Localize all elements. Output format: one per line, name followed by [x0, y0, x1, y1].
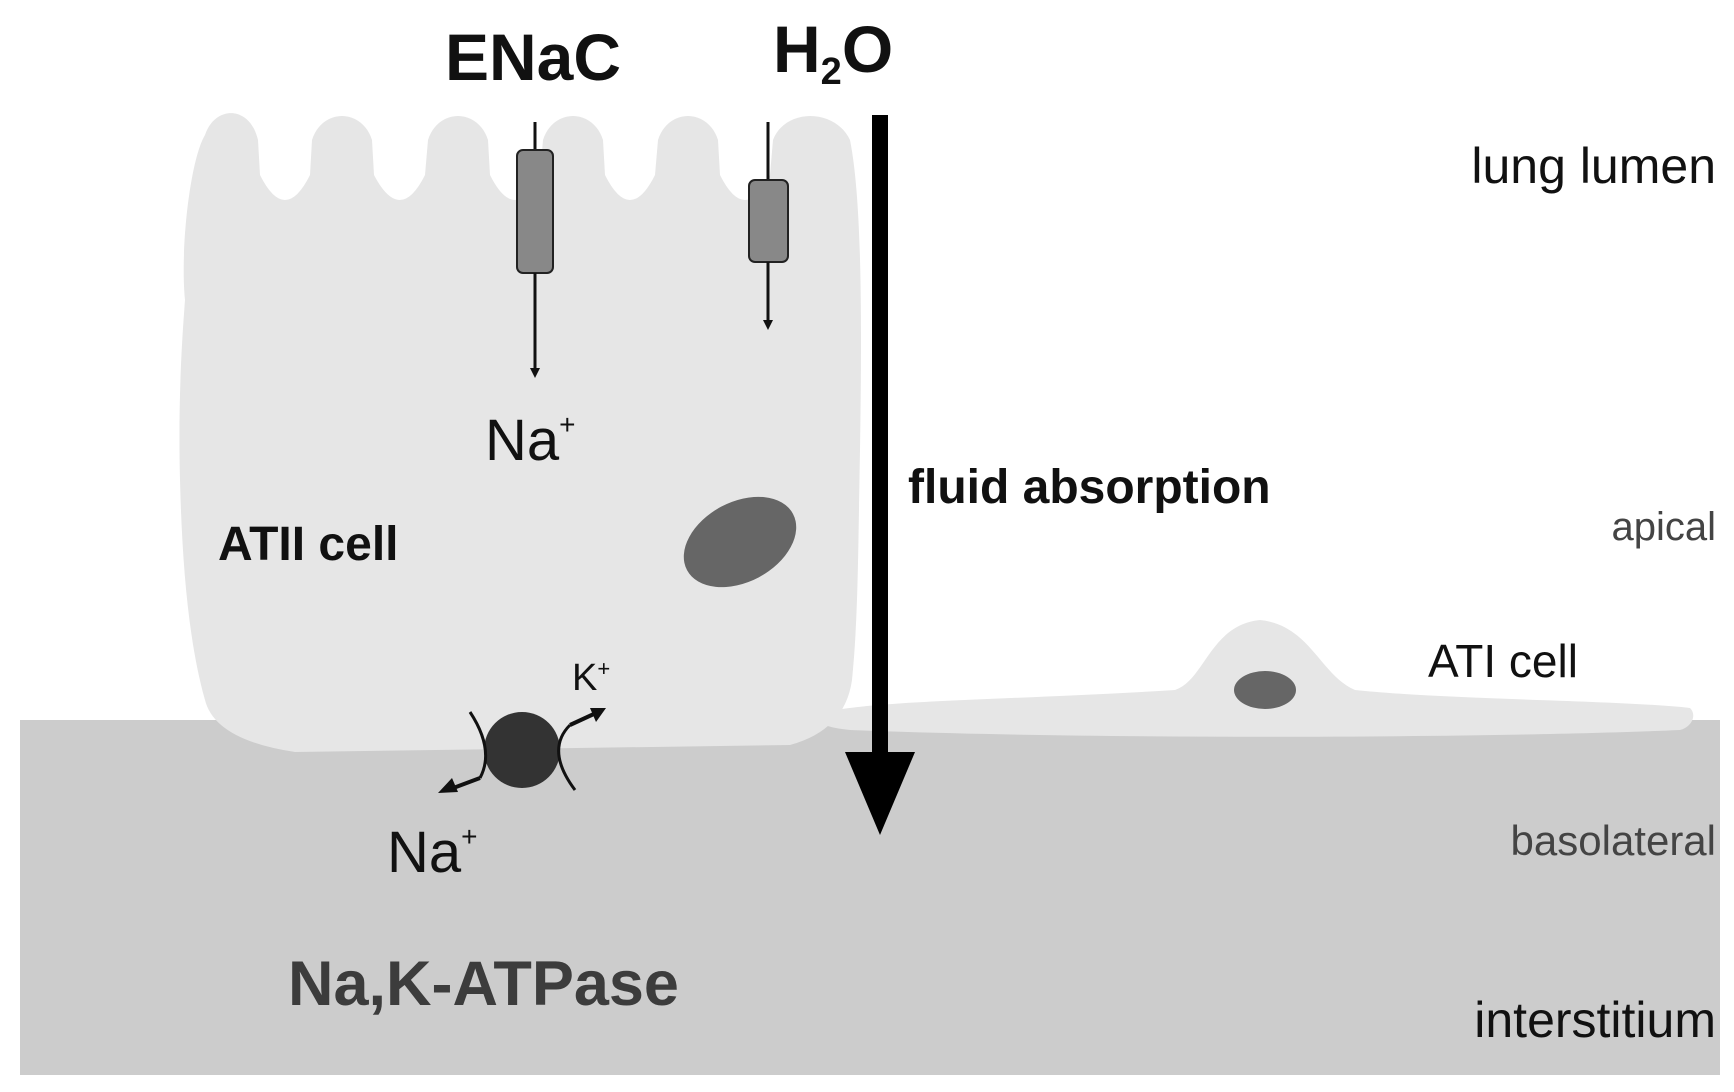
ati-cell-label: ATI cell: [1428, 635, 1578, 687]
na-ion-top-label: Na+: [485, 408, 576, 473]
na-ion-bottom-label: Na+: [387, 820, 478, 885]
fluid-absorption-arrow: [845, 115, 915, 835]
enac-channel-1: [516, 122, 554, 378]
fluid-absorption-label: fluid absorption: [908, 461, 1271, 514]
na-k-atpase-label: Na,K-ATPase: [288, 949, 679, 1019]
atii-nucleus: [683, 496, 797, 588]
atii-cell-body: [179, 113, 861, 752]
lung-lumen-label: lung lumen: [1471, 138, 1716, 194]
water-label: H2O: [773, 12, 893, 93]
ati-nucleus: [1234, 671, 1296, 709]
atii-cell-label: ATII cell: [218, 518, 399, 571]
k-ion-label: K+: [572, 656, 610, 699]
basolateral-label: basolateral: [1511, 817, 1716, 864]
na-k-atpase-pump: [438, 708, 606, 793]
interstitium-label: interstitium: [1474, 992, 1716, 1048]
enac-label: ENaC: [445, 20, 621, 94]
apical-label: apical: [1611, 505, 1716, 549]
enac-channel-2: [748, 122, 789, 330]
